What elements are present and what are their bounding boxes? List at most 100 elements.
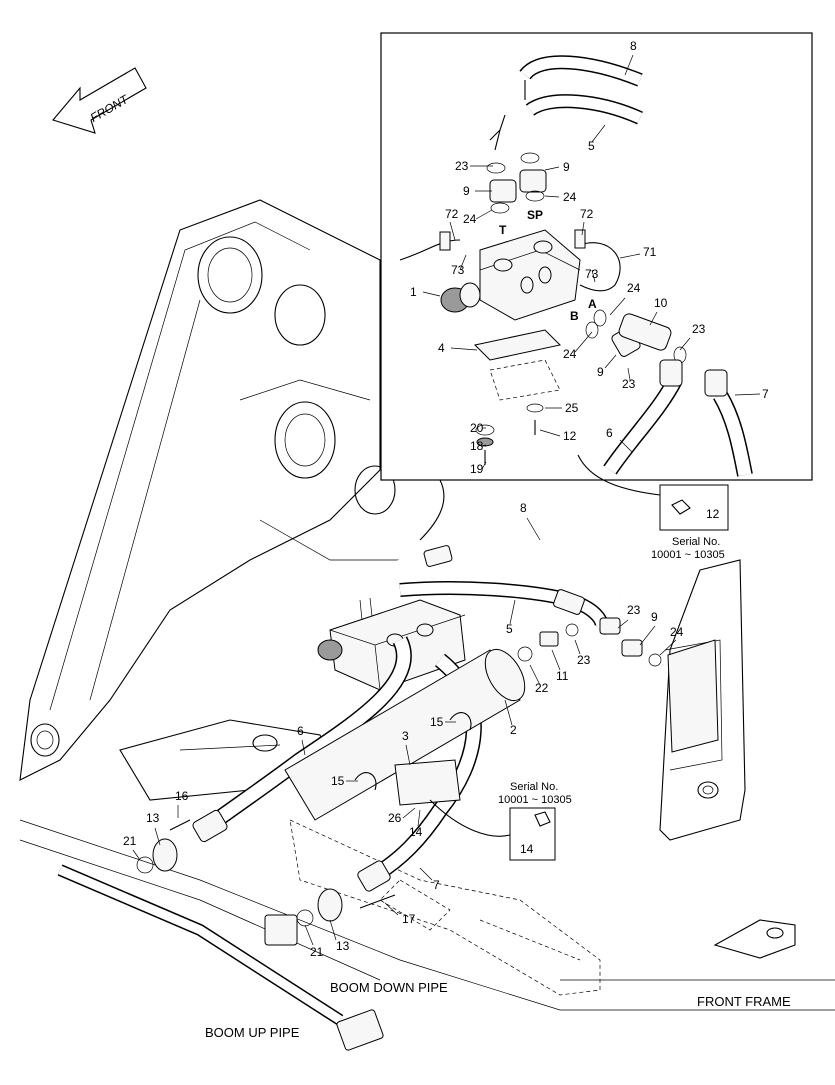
leader-line	[544, 195, 560, 198]
serial-note-title-2: Serial No.	[510, 781, 558, 793]
part-callout: 72	[580, 207, 594, 221]
leader-line	[574, 639, 581, 655]
part-callout: 9	[597, 365, 604, 379]
leader-line	[304, 924, 314, 946]
part-callout: 24	[563, 190, 577, 204]
part-callout: 15	[331, 774, 345, 788]
part-callout: 21	[310, 945, 324, 959]
valve-port-labels: T SP A B	[499, 208, 597, 323]
leader-line	[301, 739, 306, 756]
leader-line	[450, 347, 478, 351]
leader-line	[504, 699, 513, 726]
leader-line	[417, 809, 421, 827]
leader-line	[475, 209, 493, 220]
leader-line	[526, 517, 541, 541]
part-callout: 8	[630, 39, 637, 53]
leader-line	[459, 254, 467, 271]
part-callout: 71	[643, 245, 657, 259]
leader-line	[422, 291, 441, 297]
leader-line	[419, 867, 433, 881]
part-callout: 13	[336, 939, 350, 953]
part-callout: 13	[146, 811, 160, 825]
leader-line	[624, 54, 634, 76]
part-callout: 6	[297, 724, 304, 738]
leader-line	[734, 393, 761, 396]
part-callout: 24	[627, 281, 641, 295]
leader-line	[481, 444, 487, 447]
leader-line	[639, 625, 656, 646]
leader-line	[539, 429, 561, 437]
boom-up-pipe-caption: BOOM UP PIPE	[205, 1025, 300, 1040]
serial-part-14-label: 14	[520, 842, 534, 856]
part-callout: 12	[563, 429, 577, 443]
leader-line	[529, 664, 541, 686]
part-callout: 1	[410, 285, 417, 299]
part-callout: 18	[470, 439, 484, 453]
leader-line	[649, 311, 658, 326]
leader-line	[591, 124, 606, 143]
port-b-label: B	[570, 309, 579, 323]
part-callout: 4	[438, 341, 445, 355]
callout-arc-14	[429, 799, 511, 837]
part-callout: 14	[409, 825, 423, 839]
part-callout: 10	[654, 296, 668, 310]
leader-line	[405, 744, 411, 766]
part-callout: 5	[588, 139, 595, 153]
leader-line	[591, 269, 596, 283]
part-callout: 21	[123, 834, 137, 848]
leader-line	[481, 461, 487, 470]
leader-line	[449, 221, 456, 241]
serial-note-range-1: 10001 ~ 10305	[651, 549, 725, 561]
leader-line	[604, 354, 617, 369]
part-callout: 25	[565, 401, 579, 415]
serial-note-range-2: 10001 ~ 10305	[498, 794, 572, 806]
part-callout: 6	[606, 426, 613, 440]
boom-down-pipe-caption: BOOM DOWN PIPE	[330, 980, 448, 995]
part-callout: 8	[520, 501, 527, 515]
part-callout: 23	[692, 322, 706, 336]
part-callout: 72	[445, 207, 459, 221]
part-callout: 16	[175, 789, 189, 803]
part-callout: 20	[470, 421, 484, 435]
leader-line	[574, 331, 593, 353]
inset-detail-box	[380, 32, 813, 541]
hoses-main	[57, 521, 719, 1051]
part-callout: 9	[463, 184, 470, 198]
leader-line	[154, 827, 161, 846]
part-callout: 23	[627, 603, 641, 617]
part-callout: 23	[577, 653, 591, 667]
part-callout: 24	[463, 212, 477, 226]
part-callout: 3	[402, 729, 409, 743]
part-callout: 7	[433, 878, 440, 892]
leader-line	[384, 902, 399, 916]
port-a-label: A	[588, 297, 597, 311]
leader-line	[544, 166, 560, 171]
front-direction-arrow: FRONT	[52, 67, 147, 134]
part-callout: 15	[430, 715, 444, 729]
leader-line	[609, 297, 626, 316]
leader-line	[617, 619, 629, 629]
part-callout: 23	[455, 159, 469, 173]
machine-frame	[19, 199, 835, 1011]
port-sp-label: SP	[527, 208, 543, 222]
part-callout: 22	[535, 681, 549, 695]
leader-line	[619, 439, 633, 453]
part-callout: 5	[506, 622, 513, 636]
leader-line	[659, 639, 677, 656]
leader-line	[132, 849, 141, 861]
leader-line	[619, 253, 641, 259]
serial-part-12-label: 12	[706, 507, 720, 521]
part-callout: 17	[402, 912, 416, 926]
leader-line	[329, 919, 337, 941]
part-callout: 73	[451, 263, 465, 277]
part-callout: 23	[622, 377, 636, 391]
leader-line	[581, 221, 585, 236]
part-callout: 24	[563, 347, 577, 361]
part-callout: 19	[470, 462, 484, 476]
leader-line	[551, 649, 561, 671]
part-callout: 9	[563, 160, 570, 174]
